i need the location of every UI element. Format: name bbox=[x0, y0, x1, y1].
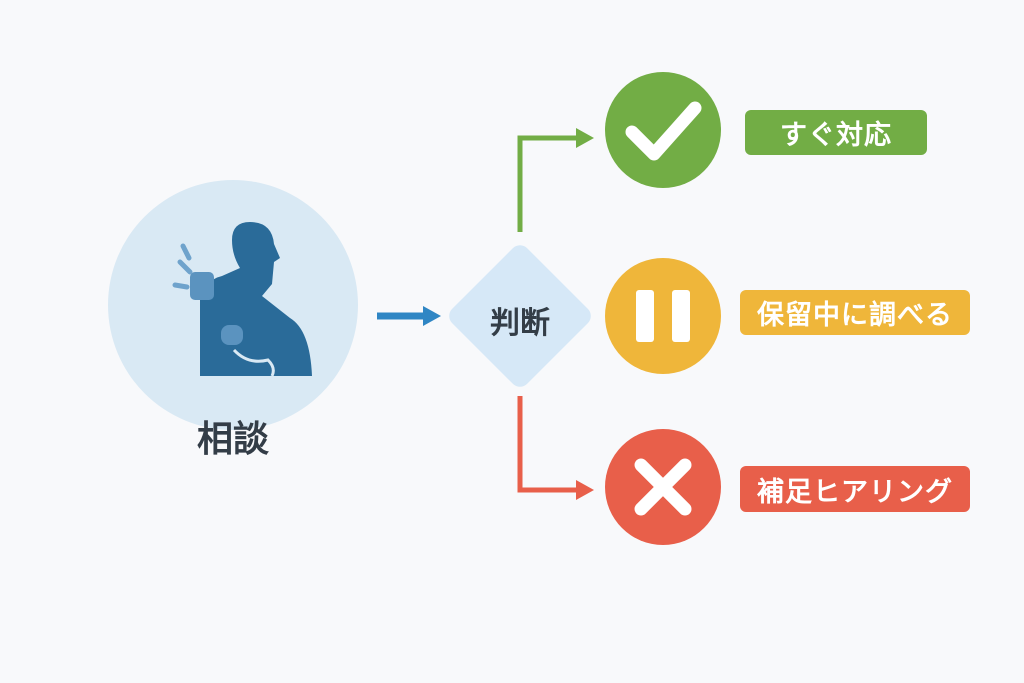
arrow-head-red bbox=[576, 480, 594, 500]
outcome-followup: 補足ヒアリング bbox=[740, 466, 970, 512]
arrow-head bbox=[423, 306, 441, 326]
arrow-head-green bbox=[576, 128, 594, 148]
branch-green bbox=[517, 135, 578, 232]
x-icon bbox=[634, 458, 692, 516]
decision-diamond bbox=[449, 245, 591, 387]
pause-circle bbox=[605, 258, 721, 374]
check-icon bbox=[625, 101, 702, 161]
branch-red bbox=[517, 396, 578, 493]
consultation-label: 相談 bbox=[196, 419, 269, 460]
check-circle bbox=[605, 72, 721, 188]
outcome-immediate: すぐ対応 bbox=[745, 110, 927, 155]
pause-icon bbox=[636, 290, 690, 342]
person-phone-icon bbox=[172, 222, 312, 377]
outcome-hold: 保留中に調べる bbox=[740, 290, 970, 335]
decision-label: 判断 bbox=[490, 306, 550, 341]
